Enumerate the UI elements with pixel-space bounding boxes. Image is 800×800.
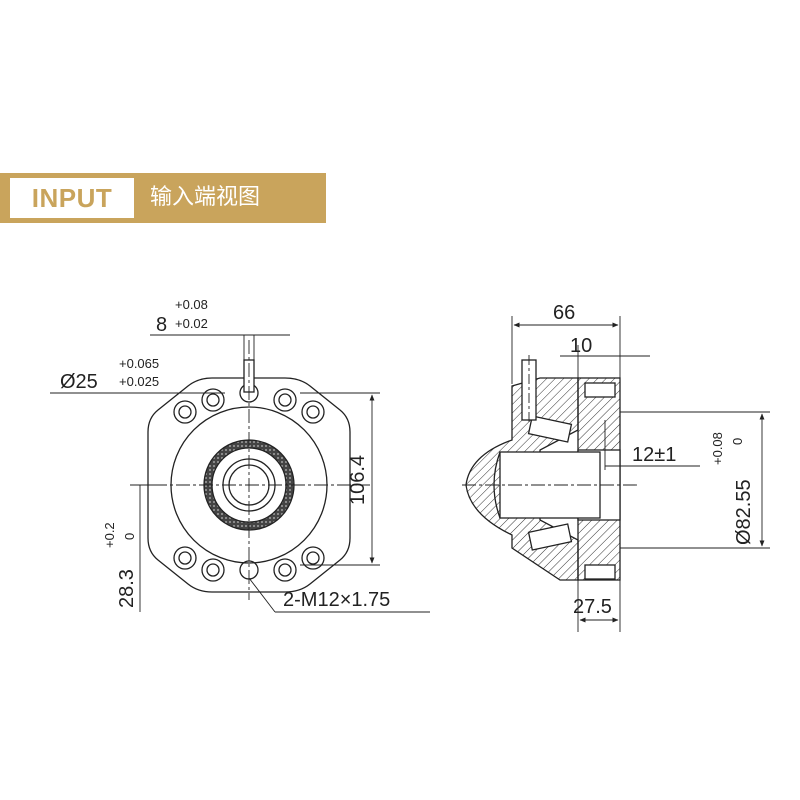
dim-length: 66 <box>553 302 575 324</box>
dim-depth: 27.5 <box>573 596 612 618</box>
dim-bore-tol-upper: +0.065 <box>119 356 159 371</box>
dim-offset-tol-lower: 0 <box>122 533 137 540</box>
title-subtitle: 输入端视图 <box>150 185 261 210</box>
dim-bore-tol-lower: +0.025 <box>119 374 159 389</box>
thread-callout: 2-M12×1.75 <box>283 589 390 611</box>
dim-flange: 10 <box>570 335 592 357</box>
title-tag: INPUT <box>31 183 113 213</box>
dim-diameter-tol-lower: 0 <box>730 438 745 445</box>
title-banner: INPUT 输入端视图 <box>0 173 326 223</box>
front-view <box>50 334 430 613</box>
dim-width-tol-upper: +0.08 <box>175 297 208 312</box>
dim-offset-tol-upper: +0.2 <box>102 522 117 548</box>
dim-shaft: 12±1 <box>632 444 676 466</box>
dim-height: 106.4 <box>347 455 369 505</box>
front-flange-outline <box>147 377 351 593</box>
side-view <box>462 355 640 581</box>
dim-diameter-tol-upper: +0.08 <box>710 432 725 465</box>
dim-bore: Ø25 <box>60 371 98 393</box>
dim-offset: 28.3 <box>116 569 138 608</box>
dim-width-tol-lower: +0.02 <box>175 316 208 331</box>
title-tag-box: INPUT <box>10 178 134 218</box>
dim-width: 8 <box>156 314 167 336</box>
dim-diameter: Ø82.55 <box>733 479 755 545</box>
bolt-holes <box>173 388 325 582</box>
